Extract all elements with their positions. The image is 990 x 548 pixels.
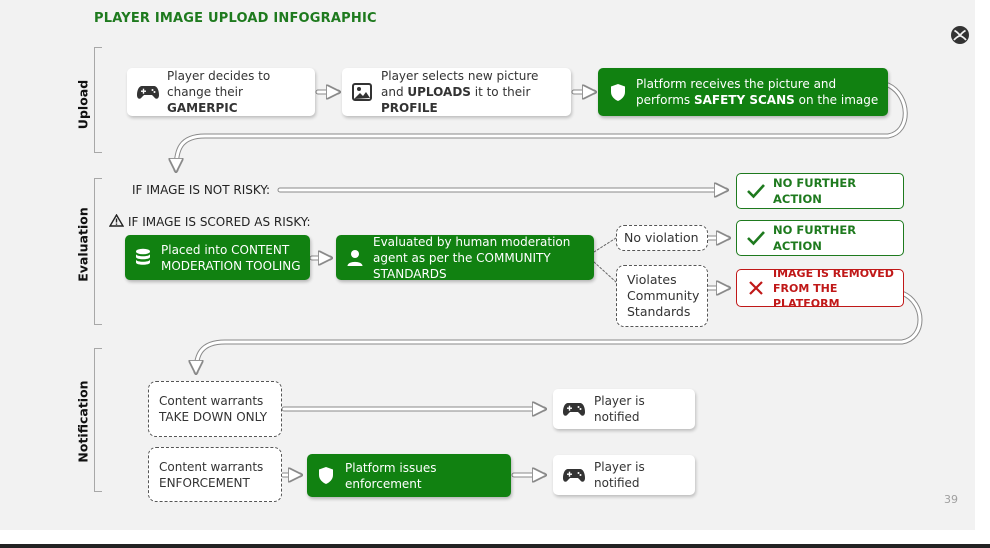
removed-text: IMAGE IS REMOVED FROM THE PLATFORM bbox=[773, 266, 894, 310]
upload-bracket bbox=[94, 47, 102, 153]
no-action-text-1: NO FURTHER ACTION bbox=[773, 176, 857, 206]
step-safety-scans: Platform receives the picture and perfor… bbox=[598, 68, 888, 116]
gamepad-icon bbox=[561, 468, 587, 483]
no-violation-box: No violation bbox=[616, 225, 708, 251]
no-further-action-2: NO FURTHER ACTION bbox=[736, 220, 904, 256]
evaluation-bracket bbox=[94, 178, 102, 325]
step3-text: Platform receives the picture and perfor… bbox=[636, 77, 837, 107]
page-title: PLAYER IMAGE UPLOAD INFOGRAPHIC bbox=[94, 11, 377, 26]
no-violation-text: No violation bbox=[624, 230, 699, 245]
notified-text-2: Player is notified bbox=[594, 460, 645, 490]
platform-issues-enforcement: Platform issues enforcement bbox=[307, 454, 511, 497]
issues-text: Platform issues enforcement bbox=[345, 460, 437, 491]
check-icon bbox=[745, 183, 767, 199]
branch-violates bbox=[593, 261, 617, 283]
player-notified-2: Player is notified bbox=[553, 455, 695, 495]
gamepad-icon bbox=[135, 85, 161, 100]
shield-icon bbox=[315, 466, 337, 485]
violates-box: Violates Community Standards bbox=[616, 265, 708, 327]
arrow-upload-to-evaluation bbox=[176, 82, 908, 170]
enforcement-text: Content warrants bbox=[159, 459, 264, 474]
right-margin bbox=[975, 0, 990, 530]
step2-mid: it to their bbox=[470, 85, 531, 99]
risky-label: IF IMAGE IS SCORED AS RISKY: bbox=[128, 215, 311, 229]
step2-strong: UPLOADS bbox=[407, 85, 471, 99]
no-further-action-1: NO FURTHER ACTION bbox=[736, 173, 904, 209]
check-icon bbox=[745, 230, 767, 246]
person-icon bbox=[344, 249, 366, 267]
warning-icon bbox=[108, 213, 125, 230]
takedown-text: Content warrants bbox=[159, 394, 264, 408]
player-notified-1: Player is notified bbox=[553, 389, 695, 429]
slide: PLAYER IMAGE UPLOAD INFOGRAPHIC Upload E… bbox=[0, 0, 990, 530]
tooling-strong: CONTENT MODERATION TOOLING bbox=[161, 242, 301, 273]
human-text: Evaluated by human moderation agent as p… bbox=[373, 234, 571, 265]
takedown-strong: TAKE DOWN ONLY bbox=[159, 410, 268, 424]
branch-no-violation bbox=[593, 237, 617, 253]
close-icon bbox=[745, 280, 767, 296]
image-icon bbox=[350, 83, 374, 101]
enforcement-strong: ENFORCEMENT bbox=[159, 475, 250, 490]
not-risky-label: IF IMAGE IS NOT RISKY: bbox=[132, 183, 271, 197]
step3-post: on the image bbox=[794, 93, 879, 107]
step-change-gamerpic: Player decides to change their GAMERPIC bbox=[127, 68, 315, 116]
step3-strong: SAFETY SCANS bbox=[693, 93, 795, 107]
arrow-evaluation-to-notification bbox=[196, 290, 923, 372]
database-icon bbox=[133, 248, 153, 268]
gamepad-icon bbox=[561, 402, 587, 417]
shield-icon bbox=[606, 83, 630, 102]
human-moderation: Evaluated by human moderation agent as p… bbox=[336, 234, 594, 281]
step1-strong: GAMERPIC bbox=[167, 101, 238, 115]
image-removed-box: IMAGE IS REMOVED FROM THE PLATFORM bbox=[736, 267, 904, 310]
notification-bracket bbox=[94, 348, 102, 492]
page-number: 39 bbox=[944, 493, 958, 506]
takedown-box: Content warrants TAKE DOWN ONLY bbox=[148, 381, 282, 437]
step2-strong2: PROFILE bbox=[381, 101, 438, 115]
bottom-border bbox=[0, 544, 990, 548]
no-action-text-2: NO FURTHER ACTION bbox=[773, 223, 857, 253]
step-upload-picture: Player selects new picture and UPLOADS i… bbox=[342, 68, 571, 116]
content-moderation-tooling: Placed into CONTENT MODERATION TOOLING bbox=[125, 235, 310, 280]
flow-arrows bbox=[0, 82, 923, 530]
enforcement-box: Content warrants ENFORCEMENT bbox=[148, 447, 282, 502]
human-strong: COMMUNITY STANDARDS bbox=[373, 250, 551, 281]
tooling-text: Placed into bbox=[161, 242, 232, 257]
risky-label-row: IF IMAGE IS SCORED AS RISKY: bbox=[108, 213, 311, 230]
step1-text: Player decides to change their bbox=[167, 69, 271, 99]
step2-text: Player selects new picture and bbox=[381, 69, 539, 99]
bottom-margin bbox=[0, 530, 990, 548]
notified-text-1: Player is notified bbox=[594, 394, 645, 424]
violates-text: Violates Community Standards bbox=[627, 272, 700, 319]
xbox-logo-icon bbox=[951, 26, 969, 44]
